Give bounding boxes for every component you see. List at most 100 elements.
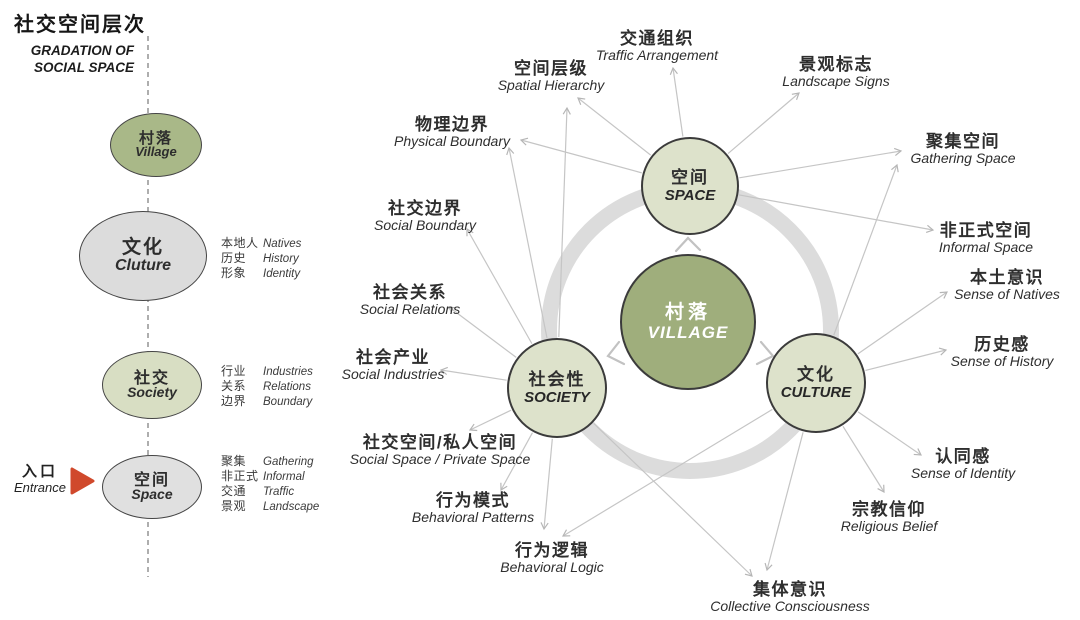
arrow-culture-to-sense-of-identity xyxy=(857,411,922,456)
arrow-space-to-traffic-arrangement xyxy=(669,66,684,137)
label-behavioral-logic-zh: 行为逻辑 xyxy=(514,541,589,560)
arrow-culture-to-collective-consciousness xyxy=(764,432,804,572)
level-space-label-en: Space xyxy=(131,486,173,503)
attr-zh: 关系 xyxy=(221,378,247,393)
attr-zh: 景观 xyxy=(221,498,247,513)
node-space-label-en: SPACE xyxy=(664,186,716,204)
attr-en: Gathering xyxy=(263,456,314,468)
label-sense-of-history-zh: 历史感 xyxy=(974,335,1030,354)
attr-en: Identity xyxy=(263,267,301,280)
label-informal-space-zh: 非正式空间 xyxy=(939,221,1033,240)
arrow-society-to-behavioral-patterns xyxy=(500,432,533,492)
attr-en: Industries xyxy=(263,366,313,378)
attr-en: Informal xyxy=(263,470,305,483)
arrow-society-to-physical-boundary xyxy=(506,146,548,339)
level-culture-attr-1: 历史 History xyxy=(221,250,301,267)
node-culture-label-en: CULTURE xyxy=(780,383,852,401)
arrow-culture-to-gathering-space xyxy=(833,163,899,336)
level-society-label-en: Society xyxy=(127,384,177,401)
center-node-village-label-en: VILLAGE xyxy=(647,322,729,342)
level-culture-label-zh: 文化 xyxy=(121,236,164,258)
level-space-attr-2: 交通 Traffic xyxy=(221,483,319,500)
label-social-relations-en: Social Relations xyxy=(359,301,461,317)
label-sense-of-natives-en: Sense of Natives xyxy=(954,286,1060,302)
arrow-space-to-physical-boundary xyxy=(519,137,642,174)
attr-en: Relations xyxy=(263,380,311,393)
center-node-village-label-zh: 村落 xyxy=(664,301,711,323)
arrow-culture-to-behavioral-logic xyxy=(561,408,773,537)
arrow-society-to-spatial-hierarchy xyxy=(558,106,571,338)
attr-en: Landscape xyxy=(263,500,320,513)
label-sense-of-identity-zh: 认同感 xyxy=(935,447,991,466)
arrow-space-to-gathering-space xyxy=(739,147,903,179)
label-collective-consciousness-zh: 集体意识 xyxy=(753,580,827,599)
arrow-space-to-spatial-hierarchy xyxy=(577,97,652,156)
node-society-label-en: SOCIETY xyxy=(524,388,590,406)
arrow-space-to-informal-space xyxy=(739,194,935,233)
label-spatial-hierarchy-en: Spatial Hierarchy xyxy=(497,77,605,93)
label-informal-space-en: Informal Space xyxy=(938,239,1034,255)
arrow-society-to-social-boundary xyxy=(466,227,533,344)
page-title-zh: 社交空间层次 xyxy=(14,14,146,36)
node-space-label-zh: 空间 xyxy=(671,168,709,188)
label-social-private-space-en: Social Space / Private Space xyxy=(349,451,531,467)
arrow-society-to-social-industries xyxy=(439,366,507,381)
label-gathering-space-zh: 聚集空间 xyxy=(925,132,1000,151)
label-social-industries-zh: 社会产业 xyxy=(356,348,430,367)
label-traffic-arrangement-zh: 交通组织 xyxy=(620,29,694,48)
attr-zh: 历史 xyxy=(221,250,247,265)
label-landscape-signs-en: Landscape Signs xyxy=(782,73,890,89)
level-village-label-en: Village xyxy=(135,144,177,160)
label-gathering-space-en: Gathering Space xyxy=(910,150,1016,166)
label-social-private-space-zh: 社交空间/私人空间 xyxy=(362,433,518,452)
label-religious-belief-en: Religious Belief xyxy=(840,518,938,534)
attr-zh: 边界 xyxy=(221,393,247,408)
page-title-en-line1: GRADATION OF xyxy=(30,43,134,58)
level-society-attr-1: 关系 Relations xyxy=(221,378,313,395)
label-behavioral-patterns-zh: 行为模式 xyxy=(436,491,510,510)
arrow-society-to-behavioral-logic xyxy=(540,438,553,531)
page-title-en-line2: SOCIAL SPACE xyxy=(33,60,134,75)
arrow-culture-to-sense-of-natives xyxy=(857,291,948,355)
label-physical-boundary-en: Physical Boundary xyxy=(394,133,510,149)
attr-zh: 本地人 xyxy=(221,236,259,250)
level-society-attr-0: 行业 Industries xyxy=(221,364,313,380)
arrow-space-to-landscape-signs xyxy=(727,92,800,155)
chevron-to-society xyxy=(606,340,626,366)
arrow-culture-to-religious-belief xyxy=(842,425,885,494)
attr-zh: 行业 xyxy=(221,364,247,378)
level-village-label-zh: 村落 xyxy=(138,129,173,147)
attr-zh: 形象 xyxy=(221,265,247,280)
label-behavioral-patterns-en: Behavioral Patterns xyxy=(411,509,535,525)
label-sense-of-natives-zh: 本土意识 xyxy=(970,268,1044,287)
attr-zh: 交通 xyxy=(221,483,247,498)
label-social-boundary-zh: 社交边界 xyxy=(387,199,462,218)
level-society-label-zh: 社交 xyxy=(133,369,170,387)
attr-en: Natives xyxy=(263,238,302,250)
entrance-label-zh: 入口 xyxy=(21,463,58,480)
attr-en: Traffic xyxy=(263,485,295,498)
node-culture-label-zh: 文化 xyxy=(797,365,835,385)
label-social-industries-en: Social Industries xyxy=(341,366,445,382)
attr-en: History xyxy=(263,252,299,265)
